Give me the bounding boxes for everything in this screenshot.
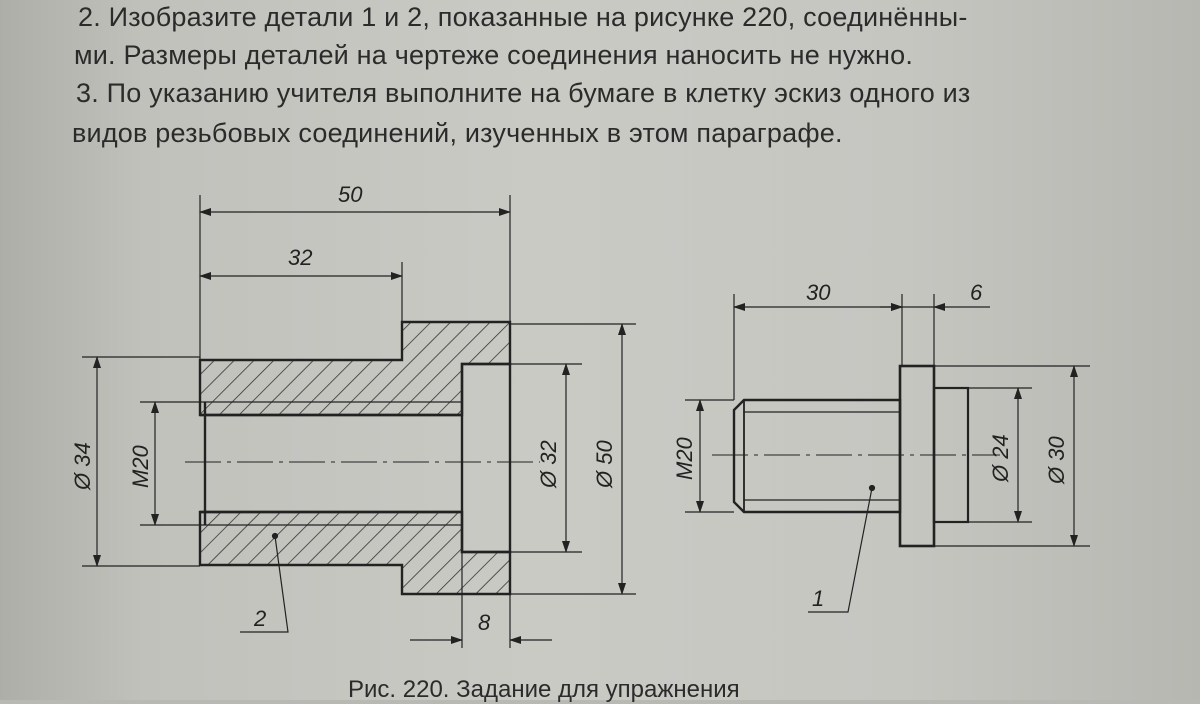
dim-8: 8	[478, 610, 491, 635]
dim-m20-part2: M20	[128, 444, 153, 488]
part-1-dimension-texts: 30 6 M20 Ø 24 Ø 30 1	[672, 280, 1069, 611]
dim-dia-30: Ø 30	[1044, 436, 1069, 485]
text-line-4: видов резьбовых соединений, изученных в …	[72, 118, 843, 148]
part-2-dimensions	[82, 195, 636, 648]
dim-m20-part1: M20	[672, 436, 697, 480]
dim-50: 50	[338, 182, 363, 207]
part-2-dimension-texts: 50 32 Ø 34 M20 Ø 32 Ø 50 8 2	[70, 182, 617, 635]
part-2-drawing	[185, 320, 540, 596]
dim-dia-24: Ø 24	[988, 434, 1013, 483]
text-line-1: 2. Изобразите детали 1 и 2, показанные н…	[78, 2, 968, 32]
part-1-shaft	[732, 398, 902, 514]
part-1-drawing	[712, 364, 1000, 548]
figure-caption: Рис. 220. Задание для упражнения	[348, 676, 740, 703]
part-2-upper-wall	[198, 320, 512, 417]
text-line-3: 3. По указанию учителя выполните на бума…	[76, 78, 971, 108]
dim-dia-50: Ø 50	[592, 440, 617, 489]
callout-2: 2	[253, 606, 266, 631]
part-1-dimensions	[685, 294, 1090, 613]
text-line-2: ми. Размеры деталей на чертеже соединени…	[74, 40, 914, 70]
dim-32: 32	[288, 245, 312, 270]
dim-6: 6	[970, 280, 983, 305]
part-1-flange	[898, 364, 936, 548]
callout-1: 1	[812, 586, 824, 611]
dim-30: 30	[806, 280, 831, 305]
dim-dia-32: Ø 32	[536, 440, 561, 489]
dim-dia-34: Ø 34	[70, 442, 95, 491]
